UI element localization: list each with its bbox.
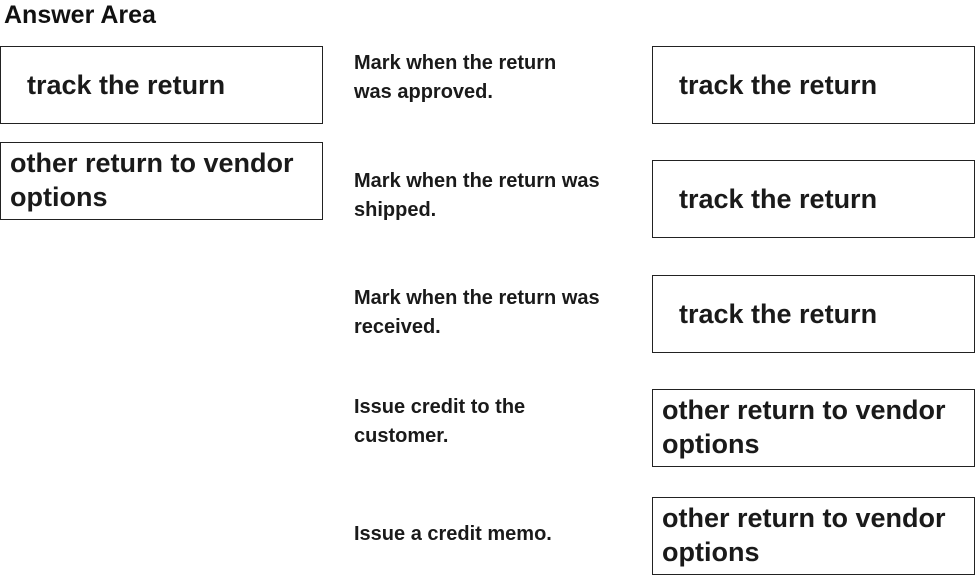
answer-label: other return to vendor options <box>662 395 946 459</box>
statement-approved: Mark when the return was approved. <box>354 52 557 103</box>
option-track-the-return[interactable]: track the return <box>0 46 323 124</box>
answer-area-title: Answer Area <box>4 1 156 29</box>
answer-slot-shipped[interactable]: track the return <box>652 160 975 238</box>
option-other-return-to-vendor-options[interactable]: other return to vendor options <box>0 142 323 220</box>
option-label: other return to vendor options <box>10 148 294 212</box>
statement-received: Mark when the return was received. <box>354 287 600 338</box>
answer-slot-issue-credit-customer[interactable]: other return to vendor options <box>652 389 975 467</box>
answer-slot-approved[interactable]: track the return <box>652 46 975 124</box>
answer-label: track the return <box>679 70 878 100</box>
answer-slot-issue-credit-memo[interactable]: other return to vendor options <box>652 497 975 575</box>
answer-label: track the return <box>679 184 878 214</box>
answer-label: track the return <box>679 299 878 329</box>
answer-label: other return to vendor options <box>662 503 946 567</box>
option-label: track the return <box>27 70 226 100</box>
statement-issue-credit-customer: Issue credit to the customer. <box>354 396 526 447</box>
statement-issue-credit-memo: Issue a credit memo. <box>354 523 552 545</box>
answer-slot-received[interactable]: track the return <box>652 275 975 353</box>
statement-shipped: Mark when the return was shipped. <box>354 170 600 221</box>
